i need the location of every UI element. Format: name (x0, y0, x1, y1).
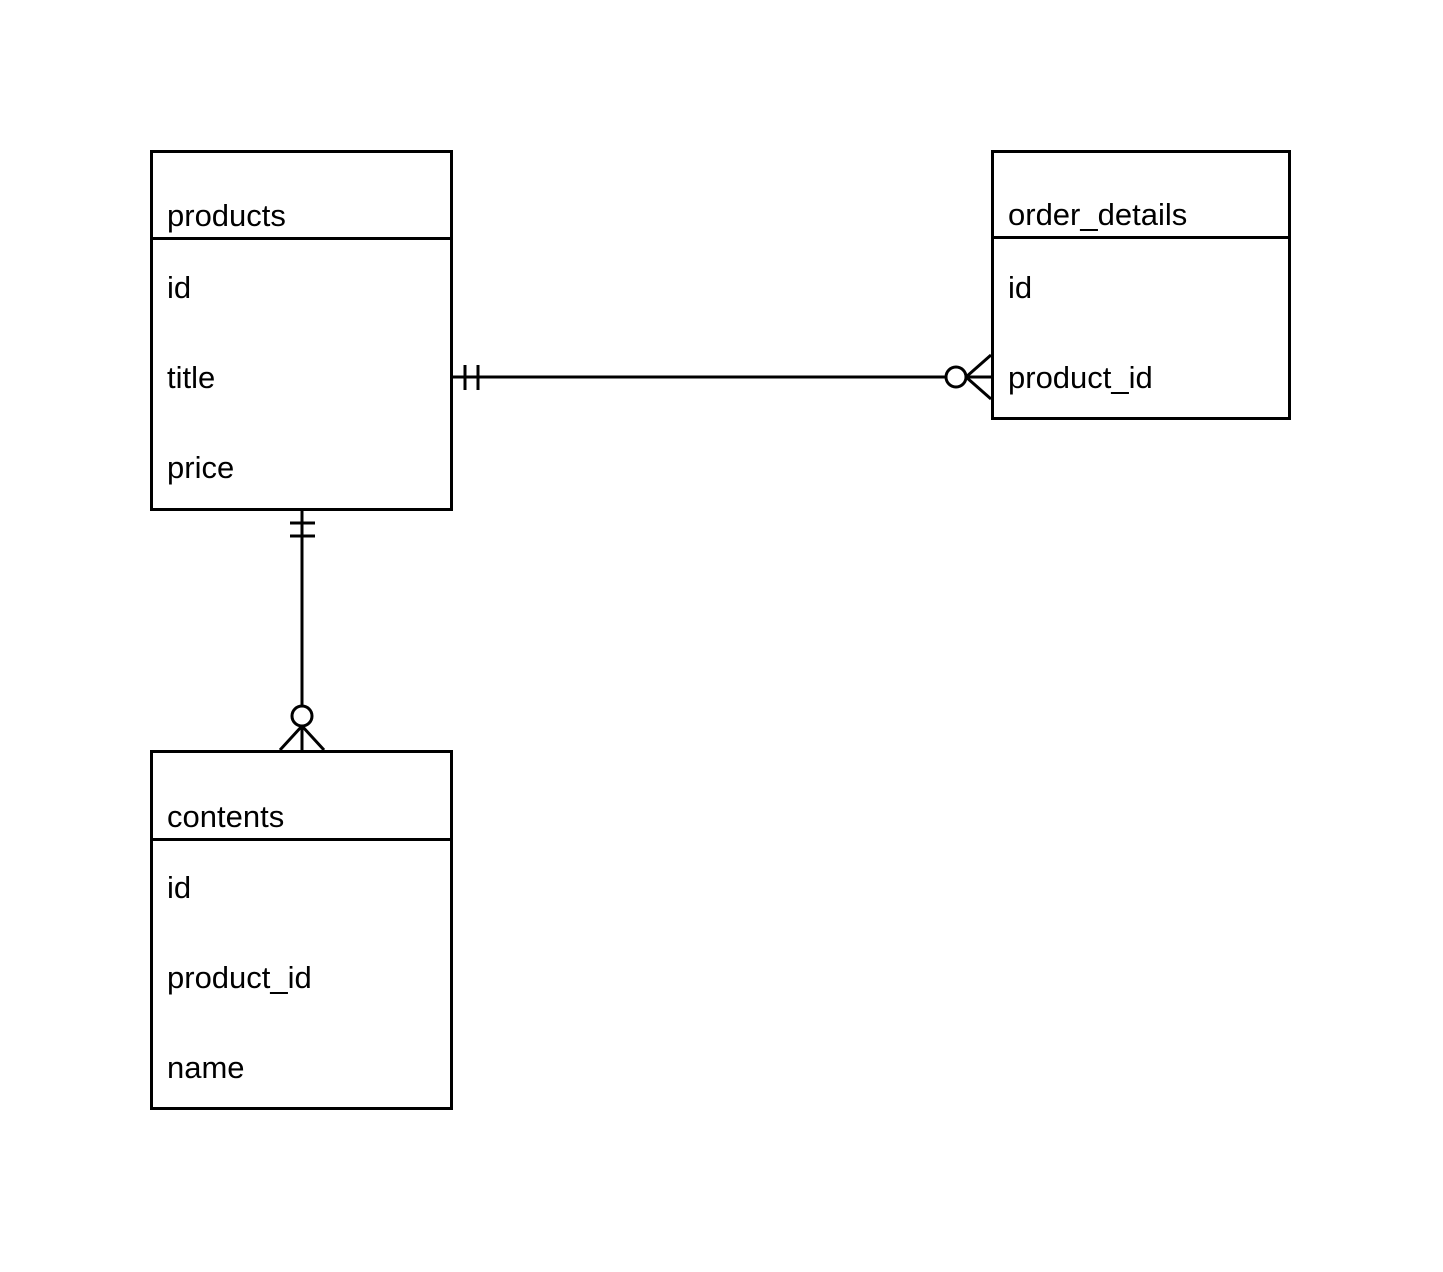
cardinality-one-and-only-one-products-bottom-side (290, 521, 315, 538)
relationship-products-order-details (453, 353, 992, 401)
entity-title-order-details: order_details (1008, 197, 1188, 232)
zero-circle-icon (290, 704, 314, 728)
cardinality-zero-or-many-contents-side (278, 704, 326, 752)
entity-box-contents[interactable]: contents id product_id name (150, 750, 453, 1110)
cardinality-one-and-only-one-products-side (463, 365, 480, 390)
entity-field-order-details-id: id (1008, 270, 1033, 305)
crows-foot-icon (278, 724, 326, 752)
entity-header-contents: contents (153, 753, 450, 841)
entity-box-order-details[interactable]: order_details id product_id (991, 150, 1291, 420)
relationship-products-contents (278, 511, 326, 752)
zero-circle-icon (944, 365, 968, 389)
entity-box-products[interactable]: products id title price (150, 150, 453, 511)
entity-field-products-id: id (167, 270, 192, 305)
entity-field-contents-id: id (167, 870, 192, 905)
entity-header-products: products (153, 153, 450, 240)
entity-field-order-details-product-id: product_id (1008, 360, 1153, 395)
entity-fields-contents: id product_id name (153, 841, 450, 1107)
entity-field-products-title: title (167, 360, 216, 395)
entity-fields-order-details: id product_id (994, 239, 1288, 417)
crows-foot-icon (965, 353, 992, 401)
entity-header-order-details: order_details (994, 153, 1288, 239)
entity-field-products-price: price (167, 450, 235, 485)
entity-title-contents: contents (167, 799, 285, 834)
cardinality-zero-or-many-order-details-side (944, 353, 992, 401)
entity-fields-products: id title price (153, 240, 450, 508)
entity-field-contents-name: name (167, 1050, 245, 1085)
entity-field-contents-product-id: product_id (167, 960, 312, 995)
entity-title-products: products (167, 198, 286, 233)
